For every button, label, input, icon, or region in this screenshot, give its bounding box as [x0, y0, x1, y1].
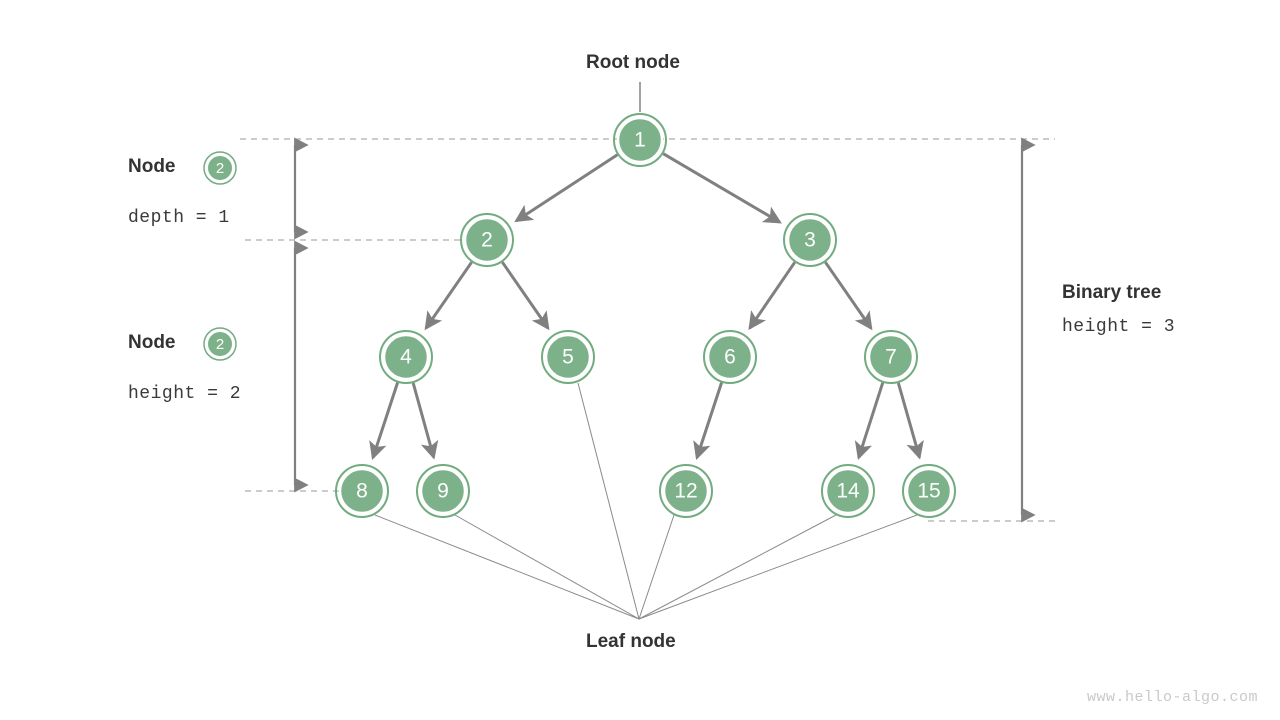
node-outer-ring — [379, 330, 433, 384]
node-disc — [419, 467, 467, 515]
tree-edges — [369, 152, 924, 461]
leaf-leader-line-14 — [638, 514, 837, 620]
tree-node-9[interactable]: 9 — [416, 464, 470, 518]
node-outer-ring — [613, 113, 667, 167]
inline-badge-label-height: 2 — [216, 336, 224, 353]
leaf-leader-line-9 — [454, 514, 640, 620]
node-outer-ring — [335, 464, 389, 518]
watermark: www.hello-algo.com — [1086, 689, 1258, 706]
node-outer-ring — [659, 464, 713, 518]
node-disc — [338, 467, 386, 515]
node-disc — [616, 116, 664, 164]
node-label: 5 — [562, 346, 574, 369]
node-label: 1 — [634, 129, 646, 152]
tree-edge-n7-n14 — [854, 382, 885, 460]
tree-edge-n4-n8 — [369, 382, 400, 461]
node-depth-detail: depth = 1 — [128, 208, 230, 228]
leaf-leader-line-8 — [374, 514, 640, 620]
inline-badge-node-depth: 2 — [203, 151, 237, 185]
tree-edge-n2-n5 — [501, 261, 550, 331]
tree-node-15[interactable]: 15 — [902, 464, 956, 518]
node-disc — [662, 467, 710, 515]
leaf-leader-line-15 — [638, 514, 918, 620]
node-label: 2 — [481, 229, 493, 252]
tree-node-2[interactable]: 2 — [460, 213, 514, 267]
node-disc — [905, 467, 953, 515]
node-outer-ring — [783, 213, 837, 267]
tree-edge-n1-n3 — [662, 152, 782, 224]
dimension-arrows — [293, 137, 1036, 523]
tree-edge-n3-n6 — [748, 261, 796, 331]
leaf-node-label: Leaf node — [586, 631, 676, 652]
inline-badge-node-height: 2 — [203, 327, 237, 361]
tree-edge-n2-n4 — [424, 261, 473, 331]
tree-edge-n6-n12 — [693, 382, 724, 461]
node-outer-ring — [864, 330, 918, 384]
node-disc — [544, 333, 592, 381]
node-disc — [824, 467, 872, 515]
node-label: 7 — [885, 346, 897, 369]
node-outer-ring — [821, 464, 875, 518]
leaf-leader-line-5 — [577, 382, 640, 620]
node-height-heading: Node — [128, 332, 176, 353]
tree-node-8[interactable]: 8 — [335, 464, 389, 518]
node-label: 14 — [836, 480, 860, 503]
node-label: 3 — [804, 229, 816, 252]
node-height-detail: height = 2 — [128, 384, 242, 404]
node-label: 6 — [724, 346, 736, 369]
tree-node-12[interactable]: 12 — [659, 464, 713, 518]
tree-node-5[interactable]: 5 — [541, 330, 595, 384]
tree-node-4[interactable]: 4 — [379, 330, 433, 384]
node-disc — [867, 333, 915, 381]
leaf-leader-lines — [374, 382, 918, 620]
guide-lines — [240, 138, 1055, 522]
node-label: 12 — [674, 480, 697, 503]
tree-node-3[interactable]: 3 — [783, 213, 837, 267]
node-disc — [382, 333, 430, 381]
node-label: 9 — [437, 480, 449, 503]
node-disc — [786, 216, 834, 264]
tree-node-6[interactable]: 6 — [703, 330, 757, 384]
node-outer-ring — [541, 330, 595, 384]
inline-badge-label-depth: 2 — [216, 160, 224, 177]
node-outer-ring — [460, 213, 514, 267]
node-disc — [463, 216, 511, 264]
tree-edge-n7-n15 — [896, 382, 924, 460]
tree-edge-n1-n2 — [514, 153, 619, 223]
tree-node-7[interactable]: 7 — [864, 330, 918, 384]
node-label: 8 — [356, 480, 368, 503]
node-disc — [706, 333, 754, 381]
binary-tree-height-detail: height = 3 — [1062, 317, 1176, 337]
node-outer-ring — [902, 464, 956, 518]
tree-node-14[interactable]: 14 — [821, 464, 875, 518]
binary-tree-heading: Binary tree — [1062, 282, 1162, 303]
node-outer-ring — [416, 464, 470, 518]
root-node-label: Root node — [586, 52, 680, 73]
tree-edge-n4-n9 — [411, 382, 439, 460]
node-label: 4 — [400, 346, 412, 369]
tree-edge-n3-n7 — [824, 261, 873, 331]
node-outer-ring — [703, 330, 757, 384]
node-depth-heading: Node — [128, 156, 176, 177]
tree-node-1[interactable]: 1 — [613, 113, 667, 167]
leaf-leader-line-12 — [638, 514, 675, 620]
node-label: 15 — [917, 480, 940, 503]
